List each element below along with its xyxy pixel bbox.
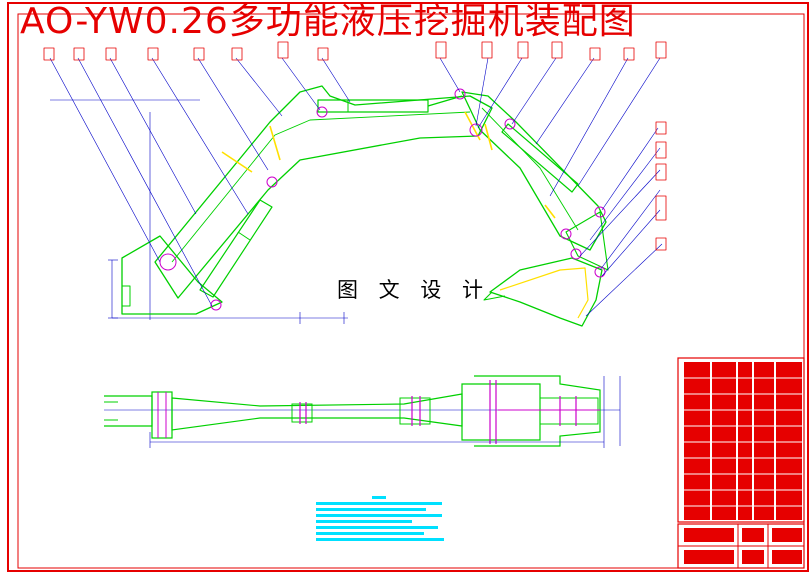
watermark-text: 图 文 设 计 bbox=[337, 278, 491, 302]
plan-boom-root bbox=[151, 391, 173, 439]
drawing-title: AO-YW0.26多功能液压挖掘机装配图 bbox=[20, 1, 636, 42]
boom-weld-seam bbox=[269, 125, 281, 161]
plan-view bbox=[104, 375, 621, 448]
title-block bbox=[677, 523, 805, 569]
plan-bucket-hub bbox=[539, 397, 599, 425]
plan-arm bbox=[461, 383, 541, 441]
arm-cylinder-pin bbox=[316, 106, 328, 118]
cylinder-gland bbox=[237, 231, 251, 241]
parts-list bbox=[677, 357, 805, 523]
part-leaders bbox=[49, 57, 663, 317]
boom-cylinder bbox=[199, 199, 273, 298]
outer-border bbox=[7, 2, 809, 572]
part-balloons bbox=[43, 41, 667, 251]
boom bbox=[154, 85, 493, 299]
plan-boom-cylinder-mount bbox=[291, 403, 313, 423]
base-flange bbox=[122, 285, 131, 307]
boom-weld-seam bbox=[221, 151, 253, 173]
bucket-pivot-pin bbox=[594, 266, 606, 278]
pin-joints bbox=[159, 88, 606, 311]
bucket bbox=[489, 257, 603, 327]
arm-stick bbox=[461, 91, 607, 251]
arm-weld-seam bbox=[544, 204, 556, 219]
bucket-cylinder-pin bbox=[504, 118, 516, 130]
bucket-linkage bbox=[565, 211, 609, 271]
bucket-cutting-edge bbox=[499, 267, 589, 319]
bucket-link-pin bbox=[570, 248, 582, 260]
arm-cylinder bbox=[317, 99, 429, 113]
boom-cylinder-head-pin bbox=[266, 176, 278, 188]
arm-inner-edge bbox=[481, 107, 579, 231]
dimension-ticks bbox=[108, 259, 345, 324]
plan-base-flange bbox=[104, 395, 153, 427]
bucket-cylinder bbox=[501, 123, 579, 193]
technical-notes bbox=[316, 496, 444, 541]
boom-cylinder-pin bbox=[210, 299, 222, 311]
arm-weld-seam bbox=[484, 123, 493, 151]
boom-inner-edge bbox=[171, 111, 471, 263]
inner-border bbox=[17, 13, 805, 569]
linkage-pin bbox=[594, 206, 606, 218]
plan-bucket bbox=[474, 375, 601, 447]
bucket-tooth bbox=[483, 291, 506, 301]
arm-pivot-pin bbox=[469, 123, 483, 137]
bucket-cylinder-rod-pin bbox=[560, 228, 572, 240]
plan-arm-cylinder-mount bbox=[399, 397, 431, 425]
base-bracket bbox=[121, 235, 223, 315]
boom-head-pin bbox=[454, 88, 466, 100]
plan-base-detail bbox=[104, 401, 118, 421]
plan-boom bbox=[171, 393, 463, 431]
boom-foot-pin bbox=[159, 253, 177, 271]
side-view bbox=[43, 41, 667, 327]
